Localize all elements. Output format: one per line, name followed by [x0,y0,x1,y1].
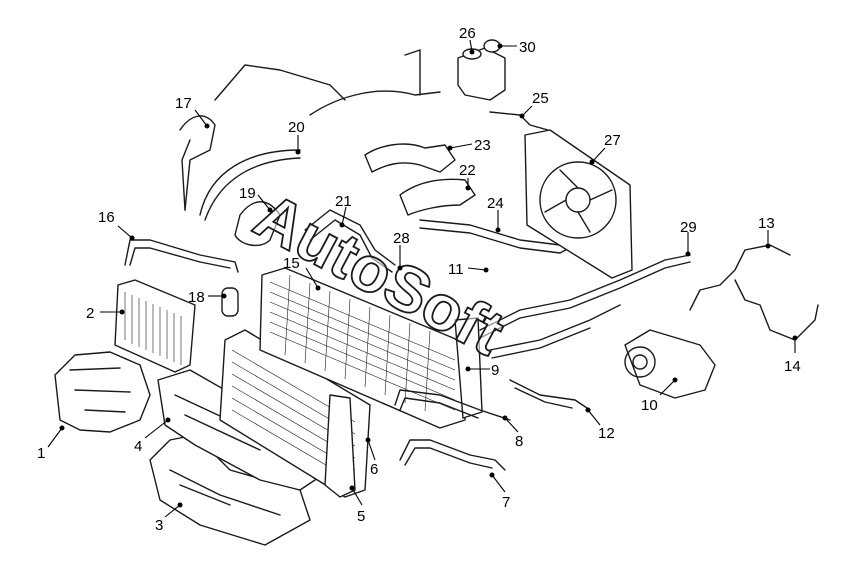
part-intercooler [114,279,196,373]
callout-22: 22 [459,162,476,179]
callout-8: 8 [515,433,523,450]
part-intake-duct [234,201,281,247]
callout-10: 10 [641,397,658,414]
callout-26: 26 [459,25,476,42]
part-dryer-bottle [221,287,239,317]
callout-30: 30 [519,39,536,56]
callout-12: 12 [598,425,615,442]
callout-16: 16 [98,209,115,226]
part-hose-left [124,239,239,273]
callout-25: 25 [532,90,549,107]
callout-4: 4 [134,438,142,455]
part-hose-17 [181,139,191,211]
callout-14: 14 [784,358,801,375]
callout-13: 13 [758,215,775,232]
part-radiator-tank [324,394,356,498]
callout-27: 27 [604,132,621,149]
callout-29: 29 [680,219,697,236]
part-radiator [259,267,471,429]
part-upper-hose-a [364,143,456,173]
callout-3: 3 [155,517,163,534]
part-lower-hose-7 [399,439,506,471]
callout-11: 11 [448,261,464,278]
callout-19: 19 [239,185,256,202]
callout-2: 2 [86,305,94,322]
part-air-intake [54,351,151,433]
part-upper-hose-b [399,178,476,216]
parts-artwork [54,39,819,546]
callout-5: 5 [357,508,365,525]
callout-23: 23 [474,137,491,154]
callout-28: 28 [393,230,410,247]
callout-15: 15 [283,255,300,272]
callout-21: 21 [335,193,352,210]
part-compressor [624,329,716,399]
callout-1: 1 [37,445,45,462]
callout-18: 18 [188,289,205,306]
part-lower-hose-8 [394,389,511,421]
callout-9: 9 [491,362,499,379]
part-center-hose [304,209,396,273]
callout-17: 17 [175,95,192,112]
callout-20: 20 [288,119,305,136]
part-bleed-pipe [489,111,549,131]
callout-7: 7 [502,494,510,511]
part-ac-line-lower [509,379,591,411]
part-ac-line-right [479,254,691,339]
callouts: 1 2 3 4 5 6 7 8 9 10 11 12 13 [37,25,801,534]
part-refrigerant-hose-right [689,244,819,341]
callout-6: 6 [370,461,378,478]
part-fan-shroud [524,129,633,279]
callout-24: 24 [487,195,504,212]
